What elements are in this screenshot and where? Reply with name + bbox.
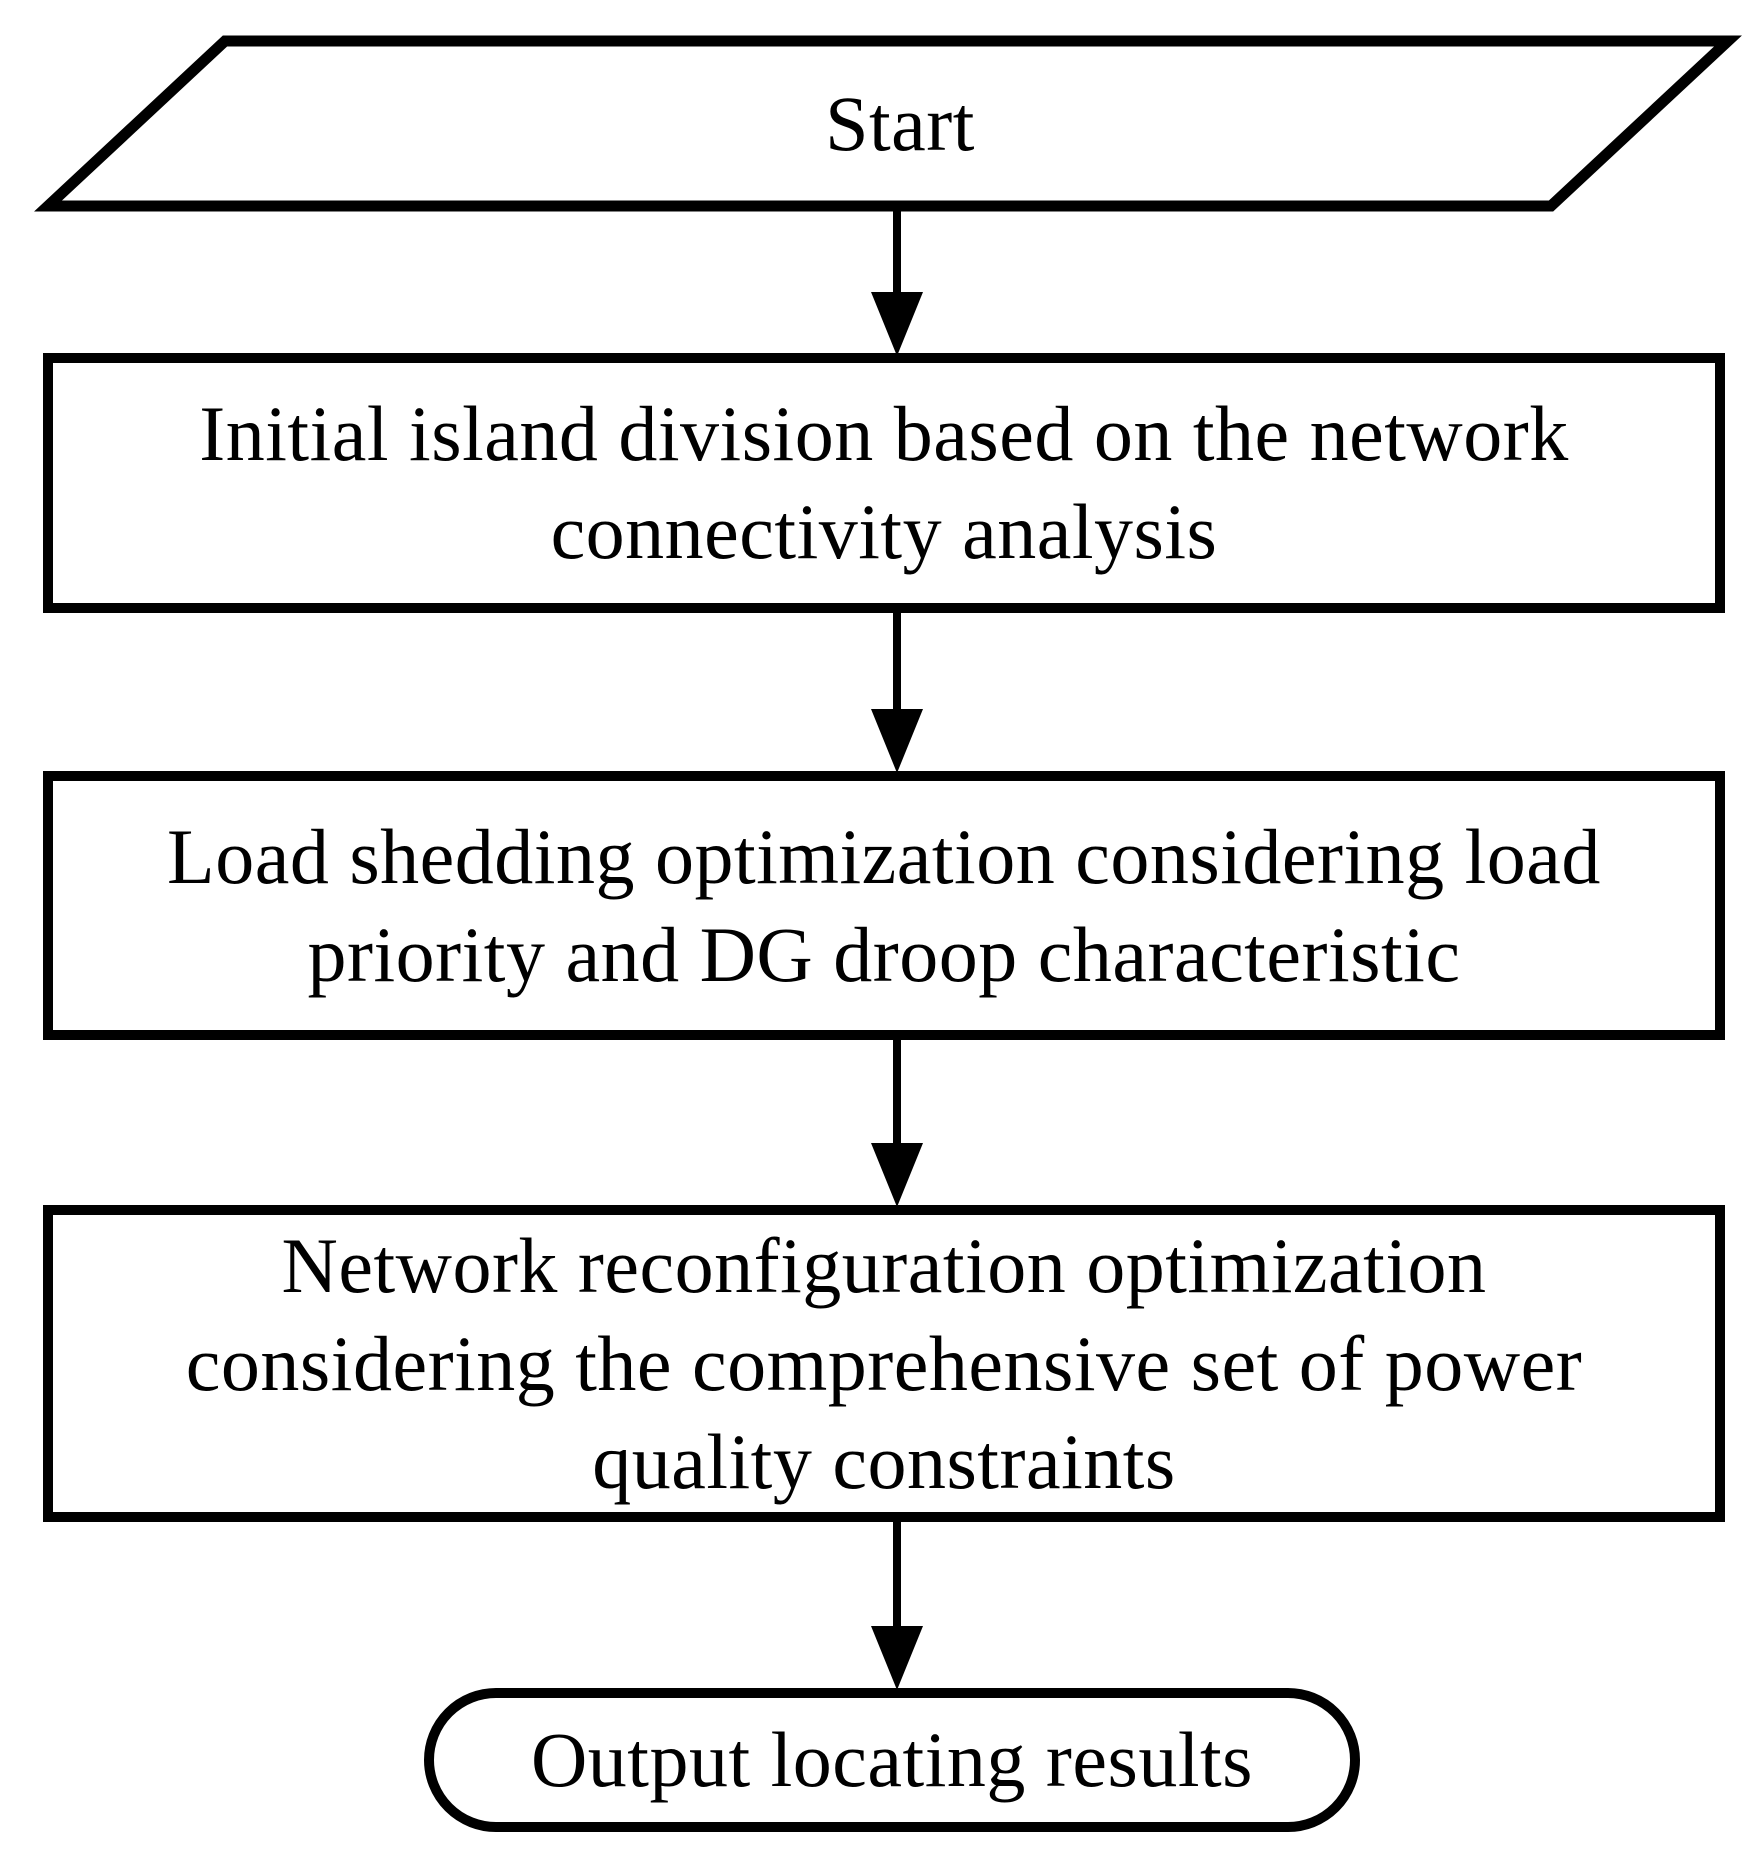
node-load-shedding-optimization: Load shedding optimization considering l… bbox=[43, 771, 1725, 1040]
node-load-shedding-optimization-label: Load shedding optimization considering l… bbox=[167, 812, 1601, 998]
node-start-label: Start bbox=[825, 79, 975, 167]
flow-arrow-step2-to-step3 bbox=[871, 1035, 923, 1207]
node-start: Start bbox=[150, 41, 1650, 206]
flow-arrow-start-to-step1 bbox=[871, 206, 923, 356]
node-output-locating-results-label: Output locating results bbox=[530, 1716, 1254, 1803]
node-initial-island-division-label: Initial island division based on the net… bbox=[199, 390, 1569, 575]
node-initial-island-division: Initial island division based on the net… bbox=[43, 353, 1725, 613]
flow-arrow-step1-to-step2 bbox=[871, 608, 923, 773]
node-network-reconfiguration-optimization: Network reconfiguration optimization con… bbox=[43, 1205, 1725, 1522]
flow-arrow-step3-to-end bbox=[871, 1517, 923, 1690]
node-output-locating-results: Output locating results bbox=[424, 1688, 1360, 1832]
start-parallelogram-shape bbox=[34, 35, 1742, 212]
node-network-reconfiguration-optimization-label: Network reconfiguration optimization con… bbox=[185, 1221, 1583, 1505]
